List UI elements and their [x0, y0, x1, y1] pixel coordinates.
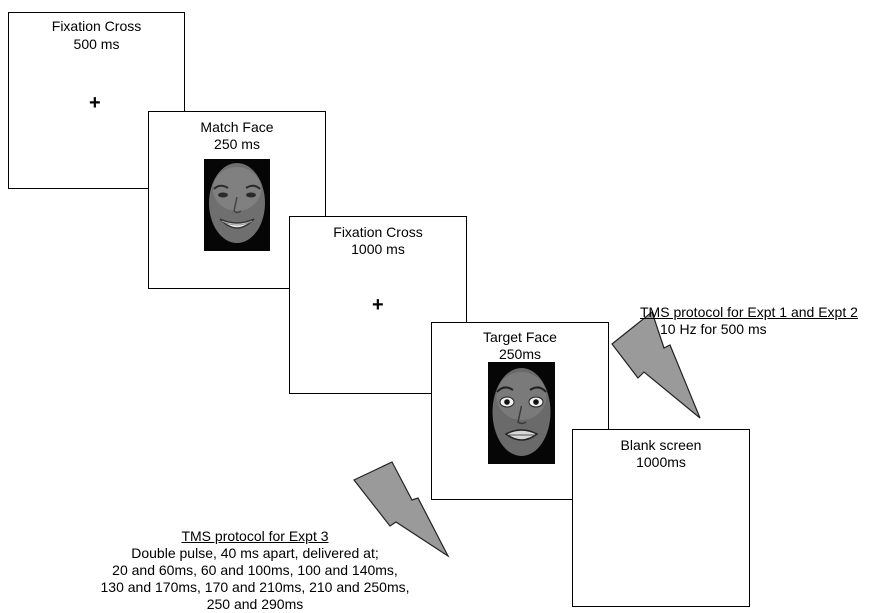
fixation-cross-symbol: + [89, 92, 101, 114]
screen-duration: 250 ms [214, 136, 260, 152]
note-line: 20 and 60ms, 60 and 100ms, 100 and 140ms… [112, 562, 398, 578]
screen-title: Blank screen [620, 437, 702, 453]
note-heading: TMS protocol for Expt 3 [181, 528, 329, 544]
screen-duration: 1000 ms [351, 241, 405, 257]
screen-duration: 500 ms [73, 36, 120, 52]
tms-protocol-expt12-note: TMS protocol for Expt 1 and Expt 2 10 Hz… [640, 304, 858, 338]
note-detail: 10 Hz for 500 ms [660, 321, 767, 337]
note-line: Double pulse, 40 ms apart, delivered at; [131, 545, 379, 561]
lightning-bolt-icon [611, 310, 701, 419]
screen-duration: 250ms [498, 346, 542, 362]
screen-title: Fixation Cross [51, 18, 142, 34]
screen-title: Target Face [483, 329, 557, 345]
tms-protocol-expt3-note: TMS protocol for Expt 3 Double pulse, 40… [50, 528, 460, 613]
screen-title: Match Face [200, 119, 274, 135]
screen-duration: 1000ms [636, 454, 686, 470]
screen-title: Fixation Cross [333, 224, 423, 240]
note-line: 250 and 290ms [206, 596, 304, 612]
smiling-face-photo [204, 159, 270, 251]
match-face-screen: Match Face 250 ms [148, 111, 326, 289]
fearful-face-photo [488, 362, 555, 464]
fixation-cross-screen-1: Fixation Cross 500 ms + [8, 12, 185, 189]
fixation-cross-symbol: + [372, 294, 384, 316]
note-heading: TMS protocol for Expt 1 and Expt 2 [640, 304, 858, 320]
blank-screen: Blank screen 1000ms [572, 429, 750, 607]
lightning-bolt-icon [353, 461, 450, 558]
note-line: 130 and 170ms, 170 and 210ms, 210 and 25… [100, 579, 410, 595]
